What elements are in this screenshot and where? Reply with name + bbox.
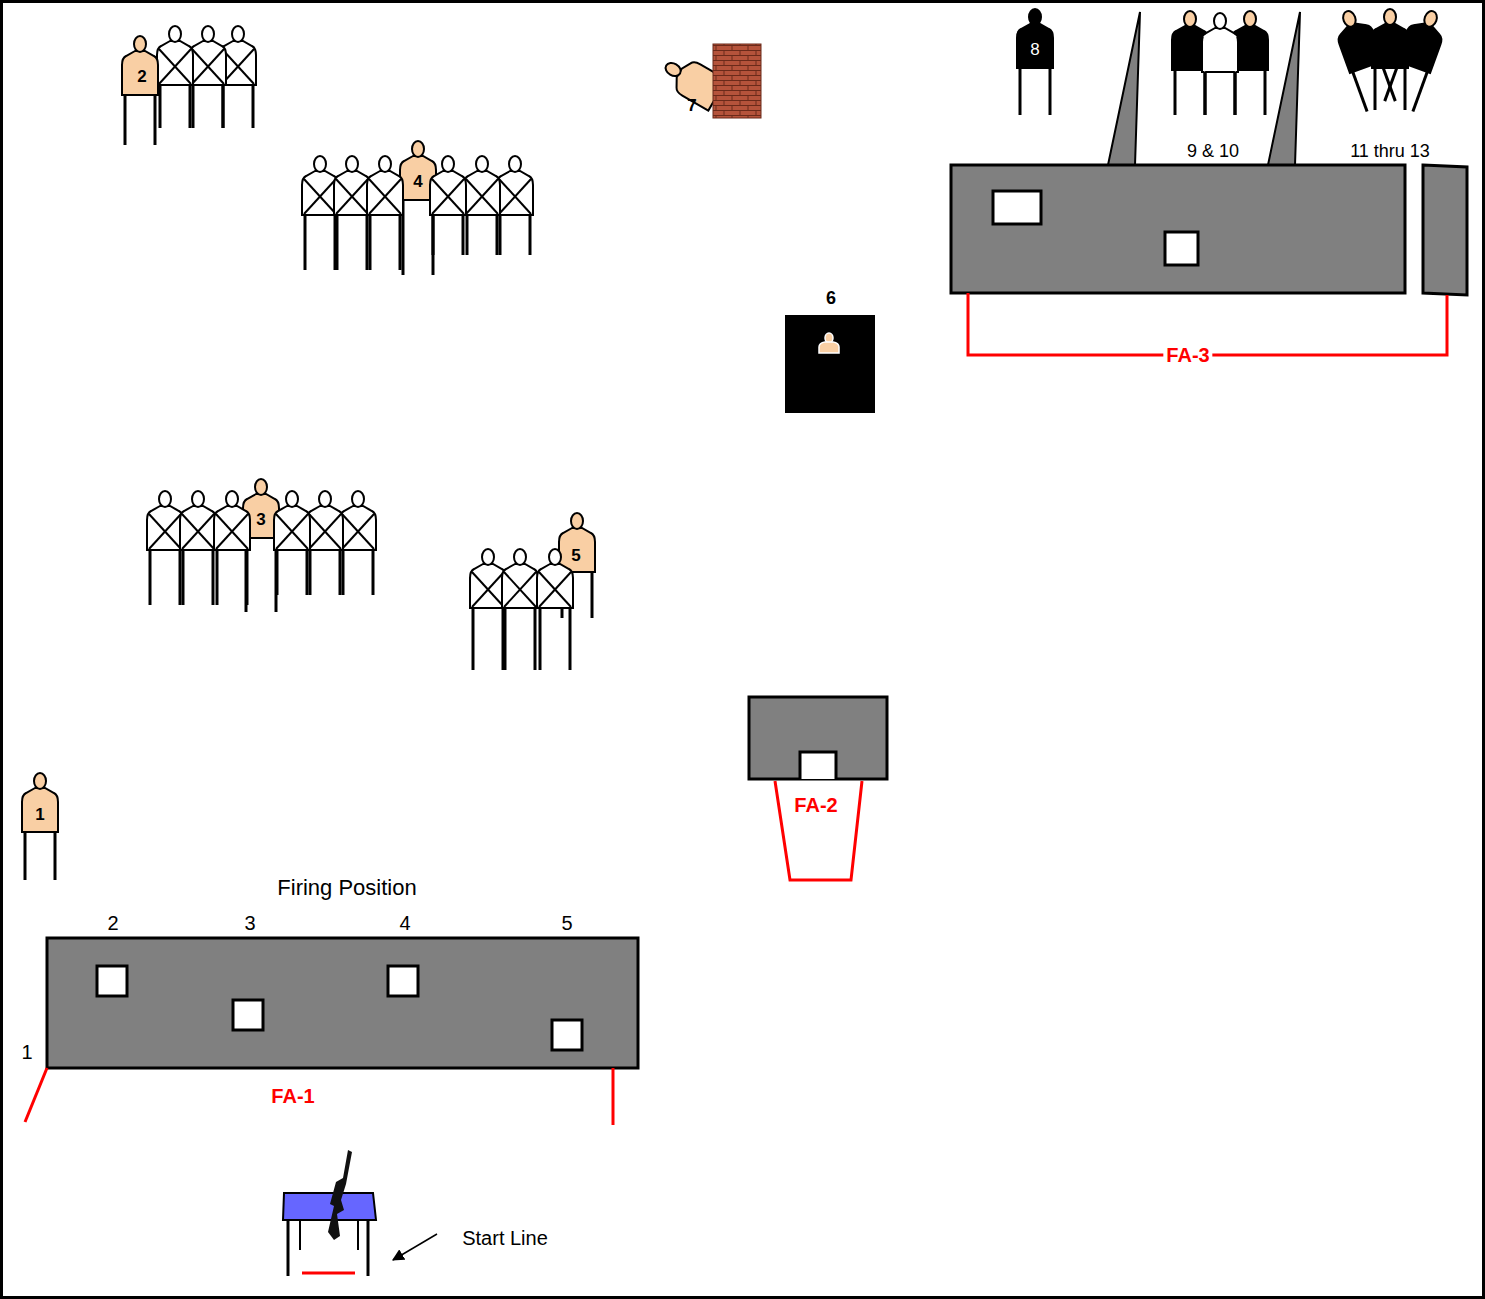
fa2-boundary — [775, 781, 862, 880]
silhouette-target — [214, 491, 250, 605]
fa3-wall — [951, 12, 1467, 295]
window-target — [819, 333, 839, 353]
silhouette-target — [367, 156, 403, 270]
silhouette-target — [157, 26, 193, 128]
callout-label: 8 — [1030, 41, 1039, 60]
callout-label: 9 & 10 — [1187, 142, 1239, 162]
callout-label: FA-1 — [271, 1085, 314, 1107]
silhouette-target — [1017, 9, 1053, 115]
callout-label: 5 — [561, 912, 572, 934]
silhouette-target — [307, 491, 343, 595]
silhouette-target — [464, 156, 500, 255]
brick-wall — [713, 44, 761, 118]
silhouette-target — [274, 491, 310, 595]
silhouette-target — [470, 549, 506, 670]
start-table — [283, 1150, 376, 1276]
callout-label: FA-3 — [1163, 344, 1212, 366]
fa1-boundary — [25, 1068, 613, 1125]
silhouette-target — [497, 156, 533, 255]
callout-label: 11 thru 13 — [1350, 142, 1430, 162]
silhouette-target — [1372, 9, 1408, 110]
callout-label: FA-2 — [794, 794, 837, 816]
silhouette-target — [502, 549, 538, 670]
callout-label: 3 — [256, 511, 265, 530]
callout-label: Start Line — [462, 1227, 548, 1249]
callout-label: 4 — [413, 173, 422, 192]
fa2-wall — [749, 697, 887, 779]
start-pointer — [393, 1234, 437, 1260]
callout-label: 2 — [107, 912, 118, 934]
callout-label: 4 — [399, 912, 410, 934]
silhouette-target — [1202, 13, 1238, 115]
silhouette-target — [180, 491, 216, 605]
silhouette-target — [122, 36, 158, 145]
callout-label: 5 — [571, 547, 580, 566]
callout-label: Firing Position — [277, 876, 416, 900]
fa1-wall — [47, 938, 638, 1068]
silhouette-target — [537, 549, 573, 670]
silhouette-target — [340, 491, 376, 595]
targets — [22, 5, 1450, 880]
silhouette-target — [147, 491, 183, 605]
silhouette-target — [302, 156, 338, 270]
silhouette-target — [190, 26, 226, 128]
silhouette-target — [430, 156, 466, 255]
dark-box — [785, 315, 875, 413]
callout-label: 7 — [687, 97, 696, 116]
callout-label: 3 — [244, 912, 255, 934]
silhouette-target — [334, 156, 370, 270]
silhouette-target — [22, 773, 58, 880]
callout-label: 6 — [826, 289, 836, 309]
callout-label: 2 — [137, 68, 146, 87]
callout-label: 1 — [21, 1041, 32, 1063]
callout-label: 1 — [35, 806, 44, 825]
